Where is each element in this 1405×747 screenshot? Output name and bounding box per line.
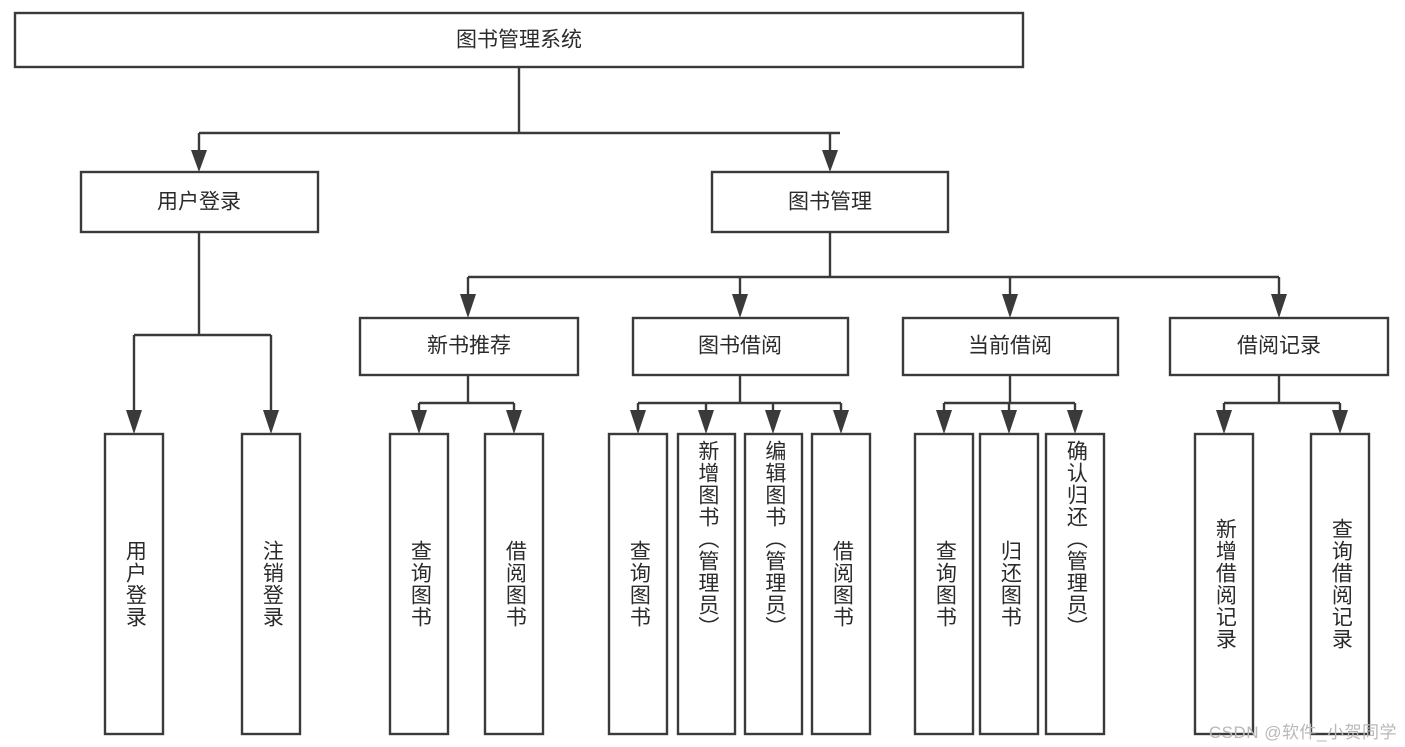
label-new-book-rec: 新书推荐 bbox=[427, 335, 511, 358]
arrowhead-leaf-borrow-book-2 bbox=[833, 410, 849, 434]
node-leaf-edit-book[interactable] bbox=[743, 432, 804, 736]
arrowhead-book-borrow bbox=[732, 294, 748, 318]
label-book-borrow: 图书借阅 bbox=[698, 335, 782, 358]
node-leaf-query-record[interactable] bbox=[1309, 432, 1371, 736]
arrowhead-book-manage bbox=[822, 150, 838, 172]
node-leaf-return-book[interactable] bbox=[978, 432, 1040, 736]
connector-book-manage-to-level2 bbox=[460, 232, 1287, 318]
label-user-login: 用户登录 bbox=[157, 191, 241, 214]
label-root: 图书管理系统 bbox=[456, 29, 582, 52]
arrowhead-leaf-add-book bbox=[698, 410, 714, 434]
label-current-borrow: 当前借阅 bbox=[968, 335, 1052, 358]
label-book-manage: 图书管理 bbox=[788, 191, 872, 214]
connector-book-borrow-to-leaves bbox=[630, 375, 849, 434]
connector-current-borrow-to-leaves bbox=[936, 375, 1083, 434]
arrowhead-leaf-user-login bbox=[126, 410, 142, 434]
arrowhead-user-login bbox=[191, 150, 207, 172]
node-root-book-management-system[interactable] bbox=[13, 11, 1025, 69]
csdn-watermark: CSDN @软件_小贺同学 bbox=[1208, 723, 1397, 742]
arrowhead-current-borrow bbox=[1002, 294, 1018, 318]
arrowhead-leaf-add-record bbox=[1216, 410, 1232, 434]
node-leaf-query-book-3[interactable] bbox=[913, 432, 975, 736]
arrowhead-leaf-query-book-3 bbox=[936, 410, 952, 434]
node-borrow-record[interactable] bbox=[1168, 316, 1390, 377]
node-leaf-query-book-2[interactable] bbox=[607, 432, 669, 736]
connector-borrow-record-to-leaves bbox=[1216, 375, 1348, 434]
connector-user-login-to-leaves bbox=[126, 232, 279, 434]
connector-root-to-level1 bbox=[191, 67, 840, 172]
label-borrow-record: 借阅记录 bbox=[1237, 335, 1321, 358]
node-book-manage[interactable] bbox=[710, 170, 950, 234]
node-leaf-borrow-book-1[interactable] bbox=[483, 432, 545, 736]
node-book-borrow[interactable] bbox=[631, 316, 850, 377]
node-current-borrow[interactable] bbox=[901, 316, 1120, 377]
node-leaf-confirm-return[interactable] bbox=[1044, 432, 1106, 736]
arrowhead-leaf-borrow-book-1 bbox=[506, 410, 522, 434]
node-user-login[interactable] bbox=[79, 170, 320, 234]
arrowhead-leaf-return-book bbox=[1001, 410, 1017, 434]
arrowhead-borrow-record bbox=[1271, 294, 1287, 318]
node-new-book-rec[interactable] bbox=[358, 316, 580, 377]
arrowhead-leaf-edit-book bbox=[765, 410, 781, 434]
node-leaf-add-book[interactable] bbox=[676, 432, 737, 736]
arrowhead-leaf-query-book-1 bbox=[411, 410, 427, 434]
node-leaf-add-record[interactable] bbox=[1193, 432, 1255, 736]
arrowhead-leaf-query-record bbox=[1332, 410, 1348, 434]
arrowhead-new-book-rec bbox=[460, 294, 476, 318]
arrowhead-leaf-confirm-return bbox=[1067, 410, 1083, 434]
node-leaf-user-login[interactable] bbox=[103, 432, 165, 736]
node-leaf-query-book-1[interactable] bbox=[388, 432, 450, 736]
arrowhead-leaf-query-book-2 bbox=[630, 410, 646, 434]
node-leaf-logout[interactable] bbox=[240, 432, 302, 736]
connector-new-book-rec-to-leaves bbox=[411, 375, 522, 434]
arrowhead-leaf-logout bbox=[263, 410, 279, 434]
node-leaf-borrow-book-2[interactable] bbox=[810, 432, 872, 736]
